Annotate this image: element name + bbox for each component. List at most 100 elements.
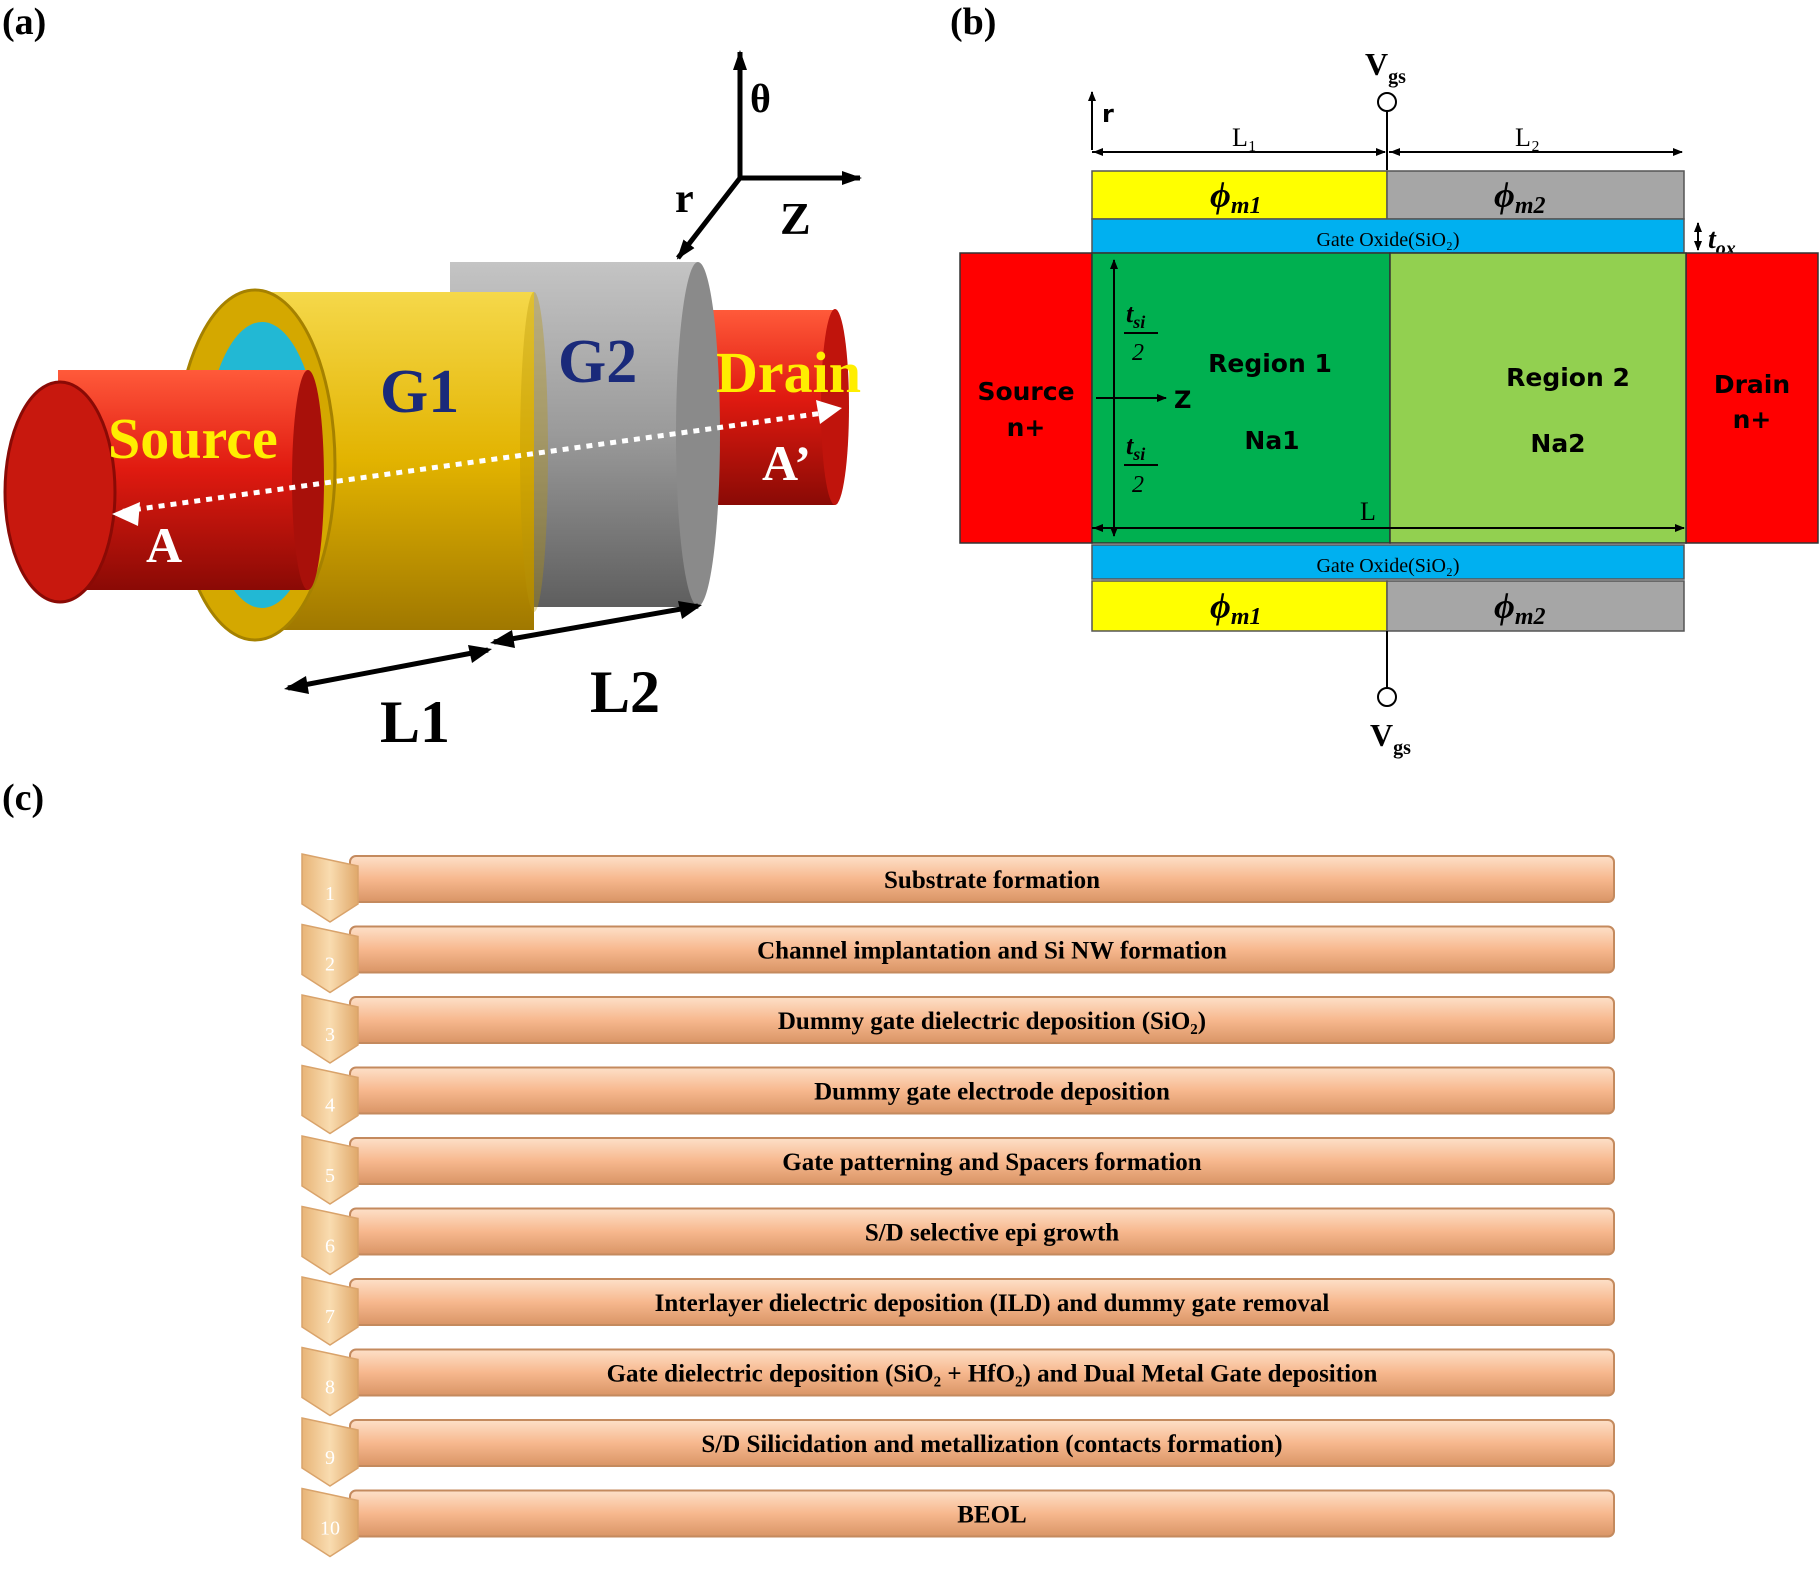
length-dimensions: L1 L2 bbox=[284, 601, 702, 755]
coordinate-axes: θ r Z bbox=[675, 50, 862, 260]
drain-label: Drain bbox=[716, 340, 861, 405]
tsi-bottom-numerator: tsi bbox=[1126, 431, 1145, 464]
step-chevron bbox=[301, 994, 359, 1064]
l1-arrow-start bbox=[284, 676, 309, 694]
step-text: Dummy gate dielectric deposition (SiO₂) bbox=[778, 1008, 1206, 1035]
panel-b: (b) Vgs r L₁ L₂ ϕm1 ϕm2 Gate Oxide(SiO₂)… bbox=[950, 1, 1819, 759]
r-axis-arrow bbox=[676, 176, 742, 260]
vgs-bottom-label: Vgs bbox=[1370, 717, 1411, 759]
l1-dimension bbox=[287, 647, 489, 691]
panel-c: (c) 1 Substrate formation 2 Channel implant… bbox=[2, 777, 1615, 1558]
source-contact bbox=[959, 252, 1093, 544]
process-step: 1 Substrate formation bbox=[301, 853, 1615, 923]
l2-dimension bbox=[493, 603, 699, 645]
process-step: 3 Dummy gate dielectric deposition (SiO₂) bbox=[301, 994, 1615, 1064]
step-number: 3 bbox=[325, 1024, 335, 1046]
step-chevron bbox=[301, 923, 359, 994]
step-text: Gate patterning and Spacers formation bbox=[782, 1149, 1202, 1176]
vgs-bottom-terminal bbox=[1377, 687, 1397, 707]
nanowire-3d: Source Drain G1 G2 A A’ bbox=[3, 262, 861, 642]
step-chevron bbox=[301, 1417, 359, 1487]
step-text: S/D Silicidation and metallization (cont… bbox=[701, 1431, 1282, 1458]
panel-a-label: (a) bbox=[2, 1, 46, 43]
step-text: Interlayer dielectric deposition (ILD) a… bbox=[655, 1290, 1330, 1317]
gate-oxide-top-label: Gate Oxide(SiO₂) bbox=[1316, 229, 1459, 251]
gate1-label: G1 bbox=[380, 358, 459, 426]
l1-b-label: L₁ bbox=[1232, 123, 1257, 152]
gate-oxide-bottom-label: Gate Oxide(SiO₂) bbox=[1316, 555, 1459, 577]
l1-arrow-end bbox=[468, 645, 492, 663]
step-text: S/D selective epi growth bbox=[865, 1220, 1119, 1247]
step-number: 7 bbox=[325, 1306, 335, 1328]
process-step: 2 Channel implantation and Si NW formatio… bbox=[301, 923, 1615, 994]
step-number: 6 bbox=[325, 1236, 335, 1258]
cut-arrow-end bbox=[816, 400, 842, 424]
metal2-top bbox=[1386, 170, 1685, 220]
vgs-top-terminal bbox=[1377, 92, 1397, 112]
source-b-label: Source bbox=[977, 377, 1074, 406]
tsi-top-numerator: tsi bbox=[1126, 299, 1145, 332]
na2-label: Na2 bbox=[1530, 429, 1585, 458]
process-step: 10 BEOL bbox=[301, 1487, 1615, 1558]
source-label: Source bbox=[108, 406, 278, 471]
process-step: 6 S/D selective epi growth bbox=[301, 1205, 1615, 1276]
tsi-top-denominator: 2 bbox=[1132, 340, 1144, 366]
step-text: Dummy gate electrode deposition bbox=[814, 1079, 1170, 1106]
process-step: 8 Gate dielectric deposition (SiO₂ + HfO₂… bbox=[301, 1346, 1615, 1417]
process-step: 4 Dummy gate electrode deposition bbox=[301, 1064, 1615, 1135]
drain-contact bbox=[1685, 252, 1819, 544]
step-number: 2 bbox=[325, 954, 335, 976]
l2-label: L2 bbox=[590, 659, 660, 725]
cut-start-label: A bbox=[146, 517, 182, 573]
theta-axis-label: θ bbox=[750, 76, 771, 121]
step-chevron bbox=[301, 1346, 359, 1417]
cut-arrow-start bbox=[112, 502, 140, 526]
step-text: Substrate formation bbox=[884, 867, 1100, 894]
gate2-label: G2 bbox=[558, 328, 637, 396]
l-label: L bbox=[1360, 497, 1376, 526]
step-chevron bbox=[301, 1487, 359, 1558]
step-chevron bbox=[301, 1064, 359, 1135]
r-axis-b-label: r bbox=[1102, 100, 1114, 128]
step-chevron bbox=[301, 1205, 359, 1276]
z-axis-label: Z bbox=[780, 193, 811, 244]
phi-m1-bottom: ϕm1 bbox=[1210, 586, 1262, 630]
gate-oxide-top bbox=[1091, 218, 1685, 254]
process-step: 5 Gate patterning and Spacers formation bbox=[301, 1135, 1615, 1205]
gate-boundary bbox=[520, 292, 548, 612]
process-step: 7 Interlayer dielectric deposition (ILD) … bbox=[301, 1276, 1615, 1346]
gate-oxide-bottom bbox=[1091, 544, 1685, 580]
step-number: 5 bbox=[325, 1165, 335, 1187]
panel-c-label: (c) bbox=[2, 777, 44, 819]
panel-b-label: (b) bbox=[950, 1, 996, 43]
cut-end-label: A’ bbox=[762, 435, 811, 491]
step-text: Gate dielectric deposition (SiO₂ + HfO₂)… bbox=[607, 1361, 1378, 1388]
z-axis-b-label: Z bbox=[1174, 386, 1191, 414]
step-number: 4 bbox=[325, 1095, 335, 1117]
l2-b-label: L₂ bbox=[1515, 123, 1540, 152]
step-text: Channel implantation and Si NW formation bbox=[757, 938, 1227, 965]
l2-arrow-start bbox=[490, 630, 515, 648]
step-chevron bbox=[301, 853, 359, 923]
process-flow-steps: 1 Substrate formation 2 Channel implantatio… bbox=[301, 853, 1615, 1558]
source-rod-inner bbox=[292, 370, 324, 590]
source-rod-end bbox=[3, 380, 117, 604]
phi-m1-top: ϕm1 bbox=[1210, 175, 1262, 219]
drain-doping-label: n+ bbox=[1733, 405, 1772, 434]
step-text: BEOL bbox=[957, 1502, 1026, 1529]
l2-arrow-end bbox=[678, 601, 702, 619]
na1-label: Na1 bbox=[1244, 426, 1299, 455]
tsi-bottom-denominator: 2 bbox=[1132, 472, 1144, 498]
region1-label: Region 1 bbox=[1208, 349, 1332, 378]
step-number: 8 bbox=[325, 1377, 335, 1399]
l1-label: L1 bbox=[380, 689, 450, 755]
step-chevron bbox=[301, 1135, 359, 1205]
region2 bbox=[1389, 252, 1687, 544]
drain-b-label: Drain bbox=[1714, 370, 1790, 399]
region2-label: Region 2 bbox=[1506, 363, 1630, 392]
phi-m2-top: ϕm2 bbox=[1494, 175, 1546, 219]
step-number: 10 bbox=[320, 1518, 340, 1540]
metal2-bottom bbox=[1386, 580, 1685, 632]
step-number: 1 bbox=[325, 883, 335, 905]
